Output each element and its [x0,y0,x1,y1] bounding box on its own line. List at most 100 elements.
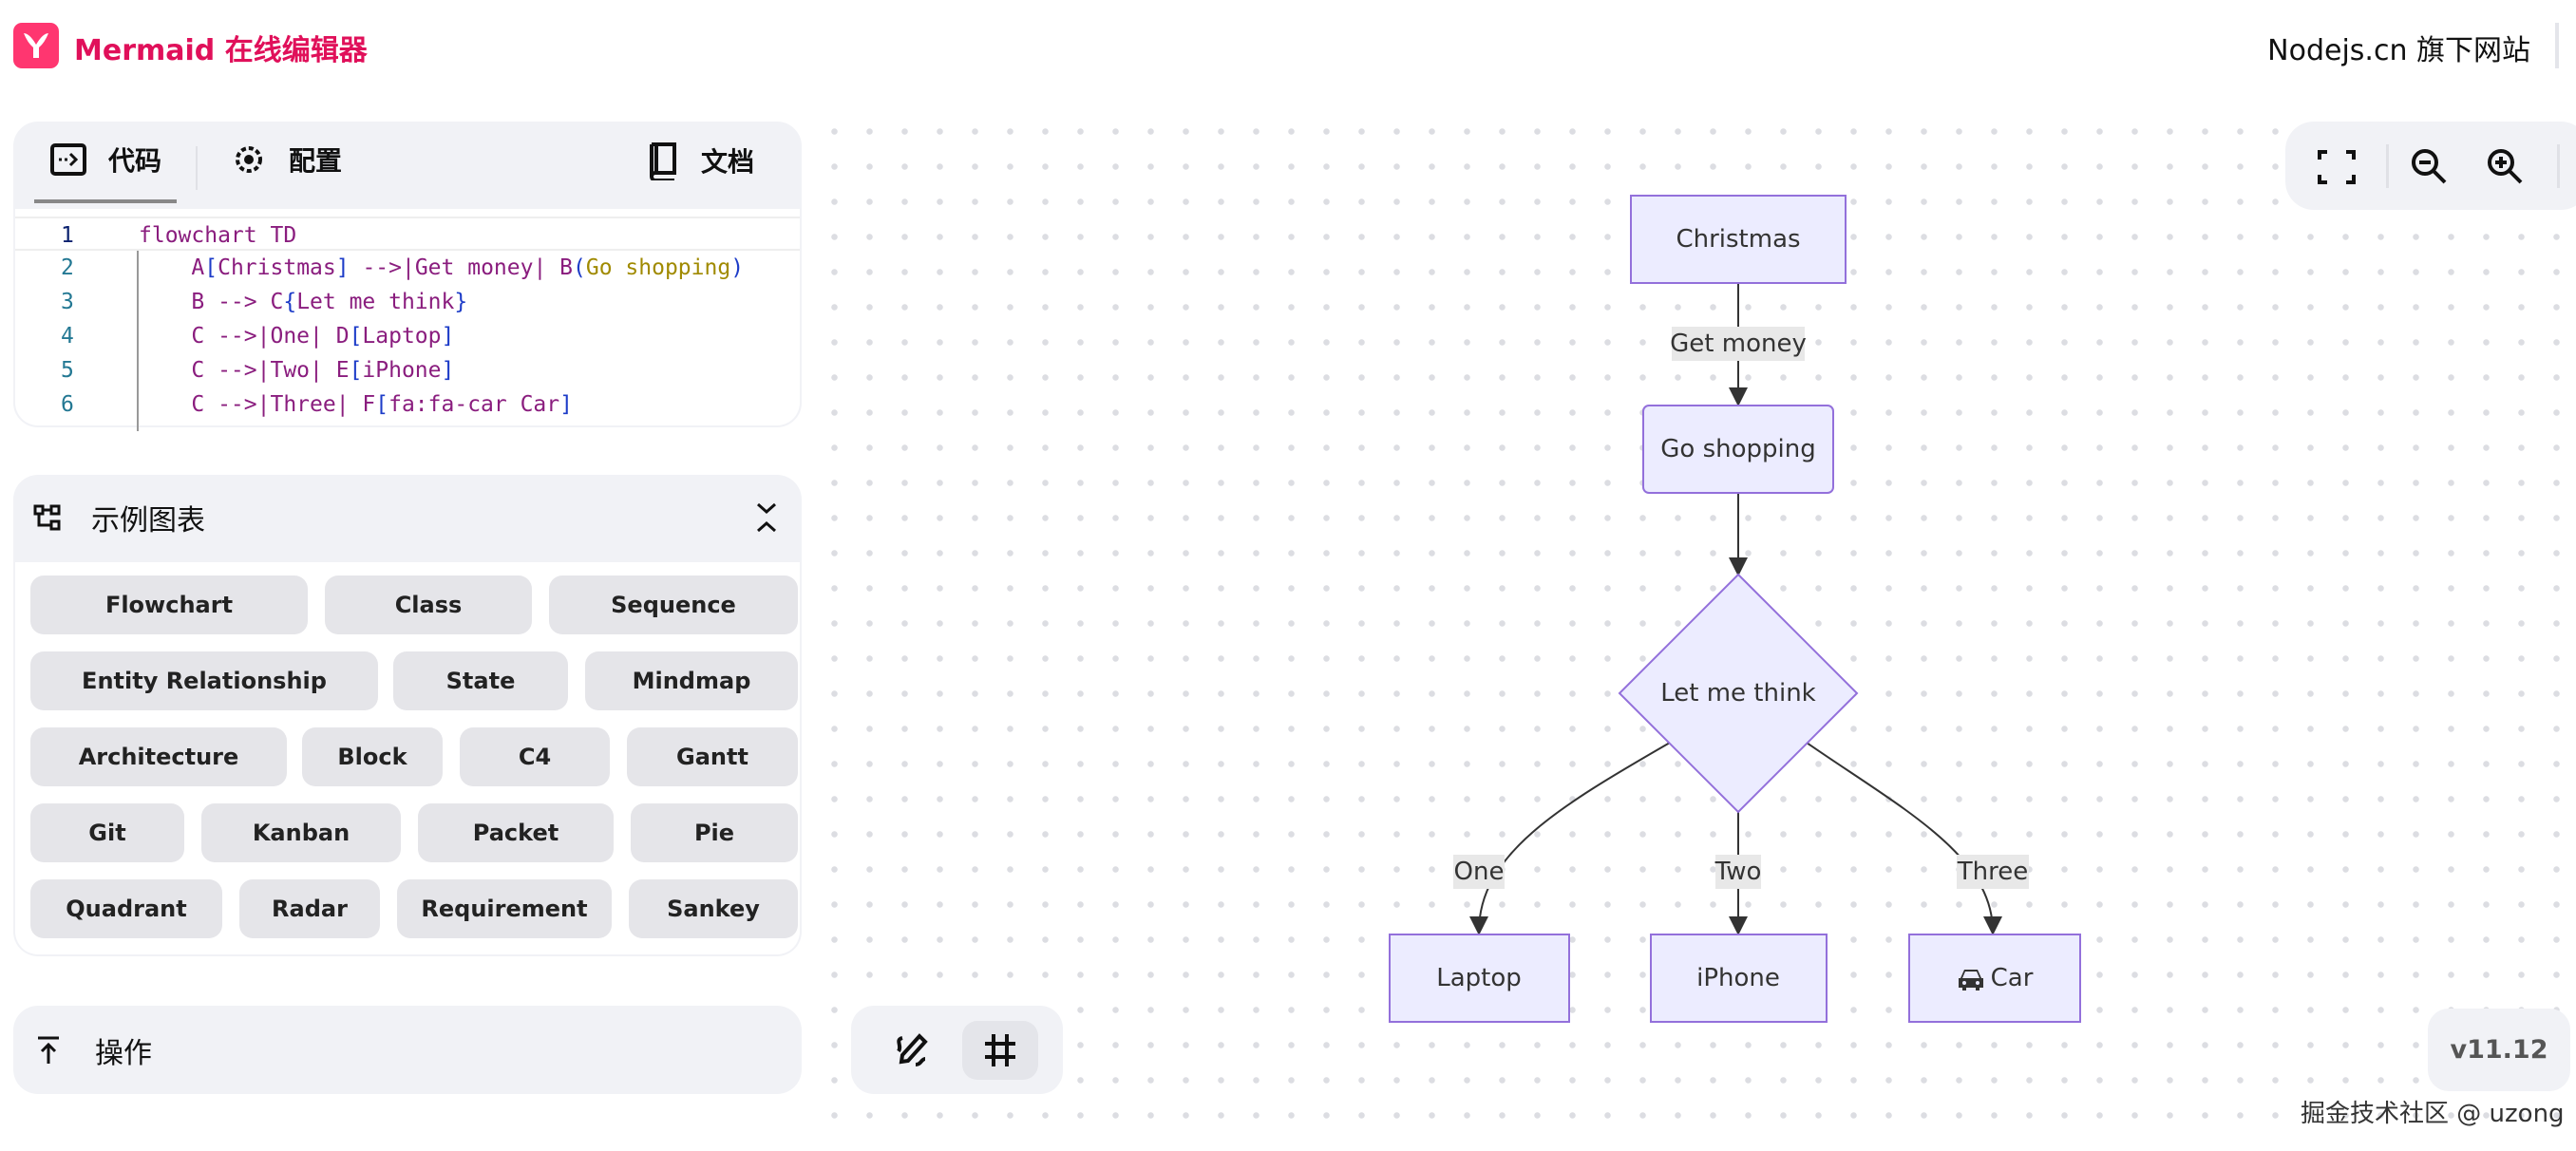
line-number: 2 [61,255,74,280]
example-chip[interactable]: Entity Relationship [30,651,378,710]
edge-label: One [1454,858,1505,886]
examples-header[interactable]: 示例图表 [13,475,802,560]
example-chip[interactable]: Block [302,727,443,786]
upload-icon [38,1036,59,1064]
code-token: C -->|One| D [139,324,350,349]
node-label: Laptop [1436,964,1522,992]
edge-c-f [1806,742,2002,935]
node-label: Christmas [1676,225,1800,254]
book-icon [650,142,676,180]
line-number: 3 [61,290,74,314]
divider [2557,144,2560,188]
grid-toggle-button[interactable] [962,1021,1038,1080]
code-text: C -->|Three| F[fa:fa-car Car] [139,387,573,422]
example-chip[interactable]: Class [325,576,532,634]
collapse-icon[interactable] [754,500,779,535]
code-token: flowchart TD [139,223,297,248]
version-badge: v11.12 [2428,1009,2570,1091]
diagram-icon [33,504,61,531]
code-token: Go shopping [585,255,731,280]
node-label: Go shopping [1660,435,1815,463]
code-line[interactable]: 1 flowchart TD [15,217,800,251]
edge-label-bg [1453,855,1505,889]
actions-panel[interactable]: 操作 [13,1006,802,1094]
node-let-me-think[interactable] [1618,573,1859,814]
node-label: iPhone [1696,964,1780,992]
node-iphone[interactable] [1650,934,1828,1023]
code-token: [ [375,392,389,417]
tab-label: 代码 [108,145,162,177]
example-chip[interactable]: Architecture [30,727,287,786]
code-token: ] [441,358,455,383]
line-number: 4 [61,324,74,349]
example-chip[interactable]: Radar [239,879,380,938]
editor-panel: 代码 配置 文档 1 flowchart TD 2 A[Christmas] -->… [13,122,802,431]
edge-label-bg [1957,855,2029,889]
example-chip[interactable]: Gantt [627,727,798,786]
canvas-toolbar [851,1006,1063,1094]
line-number: 5 [61,358,74,383]
code-token: ) [730,255,745,280]
code-token: [ [204,255,218,280]
edge-c-d [1469,742,1671,935]
watermark: 掘金技术社区 @ uzong [2301,1100,2565,1128]
divider [2386,144,2389,188]
example-chip[interactable]: Pie [631,803,798,862]
example-chip[interactable]: Kanban [201,803,401,862]
example-chip[interactable]: Quadrant [30,879,222,938]
zoom-out-icon[interactable] [2409,146,2451,188]
examples-title: 示例图表 [91,504,205,538]
zoom-in-icon[interactable] [2485,146,2527,188]
code-line[interactable]: 6 C -->|Three| F[fa:fa-car Car] [15,387,800,422]
example-chip[interactable]: Requirement [397,879,612,938]
tab-code[interactable]: 代码 [49,141,161,179]
code-token: ] [559,392,573,417]
node-go-shopping[interactable] [1642,405,1834,494]
code-line[interactable]: 5 C -->|Two| E[iPhone] [15,353,800,387]
code-token: ] [441,324,455,349]
line-number: 1 [61,223,74,248]
example-chip[interactable]: Mindmap [585,651,798,710]
code-token: fa:fa-car Car [388,392,560,417]
app-title[interactable]: Mermaid 在线编辑器 [74,34,368,67]
example-chip[interactable]: Packet [418,803,614,862]
code-line[interactable]: 3 B --> C{Let me think} [15,285,800,319]
tab-config[interactable]: 配置 [230,141,342,179]
edge-label-bg [1672,327,1805,361]
code-editor[interactable]: 1 flowchart TD 2 A[Christmas] -->|Get mone… [15,209,800,431]
example-chip[interactable]: State [393,651,568,710]
code-line[interactable]: 4 C -->|One| D[Laptop] [15,319,800,353]
car-icon [1959,970,1983,991]
example-chip[interactable]: Sankey [629,879,798,938]
actions-title: 操作 [95,1036,152,1070]
code-icon [50,143,86,176]
node-car[interactable] [1908,934,2081,1023]
indent-guide [137,251,139,431]
code-text: flowchart TD [139,218,296,253]
example-chip[interactable]: Sequence [549,576,798,634]
tab-docs[interactable]: 文档 [648,141,754,180]
code-line[interactable]: 2 A[Christmas] -->|Get money| B(Go shopp… [15,251,800,285]
site-link[interactable]: Nodejs.cn 旗下网站 [2267,34,2530,67]
code-token: -->|Get money| B [349,255,573,280]
gear-icon [236,146,262,173]
example-chip[interactable]: C4 [460,727,610,786]
example-chip[interactable]: Flowchart [30,576,308,634]
node-label: Let me think [1660,679,1816,708]
edge-label: Get money [1670,330,1807,358]
code-text: C -->|Two| E[iPhone] [139,353,454,387]
active-tab-indicator [34,199,177,203]
code-token: Laptop [362,324,442,349]
pen-icon[interactable] [891,1030,931,1070]
code-text: A[Christmas] -->|Get money| B(Go shoppin… [139,251,744,285]
code-token: [ [349,358,363,383]
node-christmas[interactable] [1630,195,1847,284]
edge-label: Two [1714,858,1762,886]
fullscreen-icon[interactable] [2316,148,2358,186]
node-laptop[interactable] [1389,934,1570,1023]
code-token: iPhone [362,358,442,383]
example-chip[interactable]: Git [30,803,184,862]
